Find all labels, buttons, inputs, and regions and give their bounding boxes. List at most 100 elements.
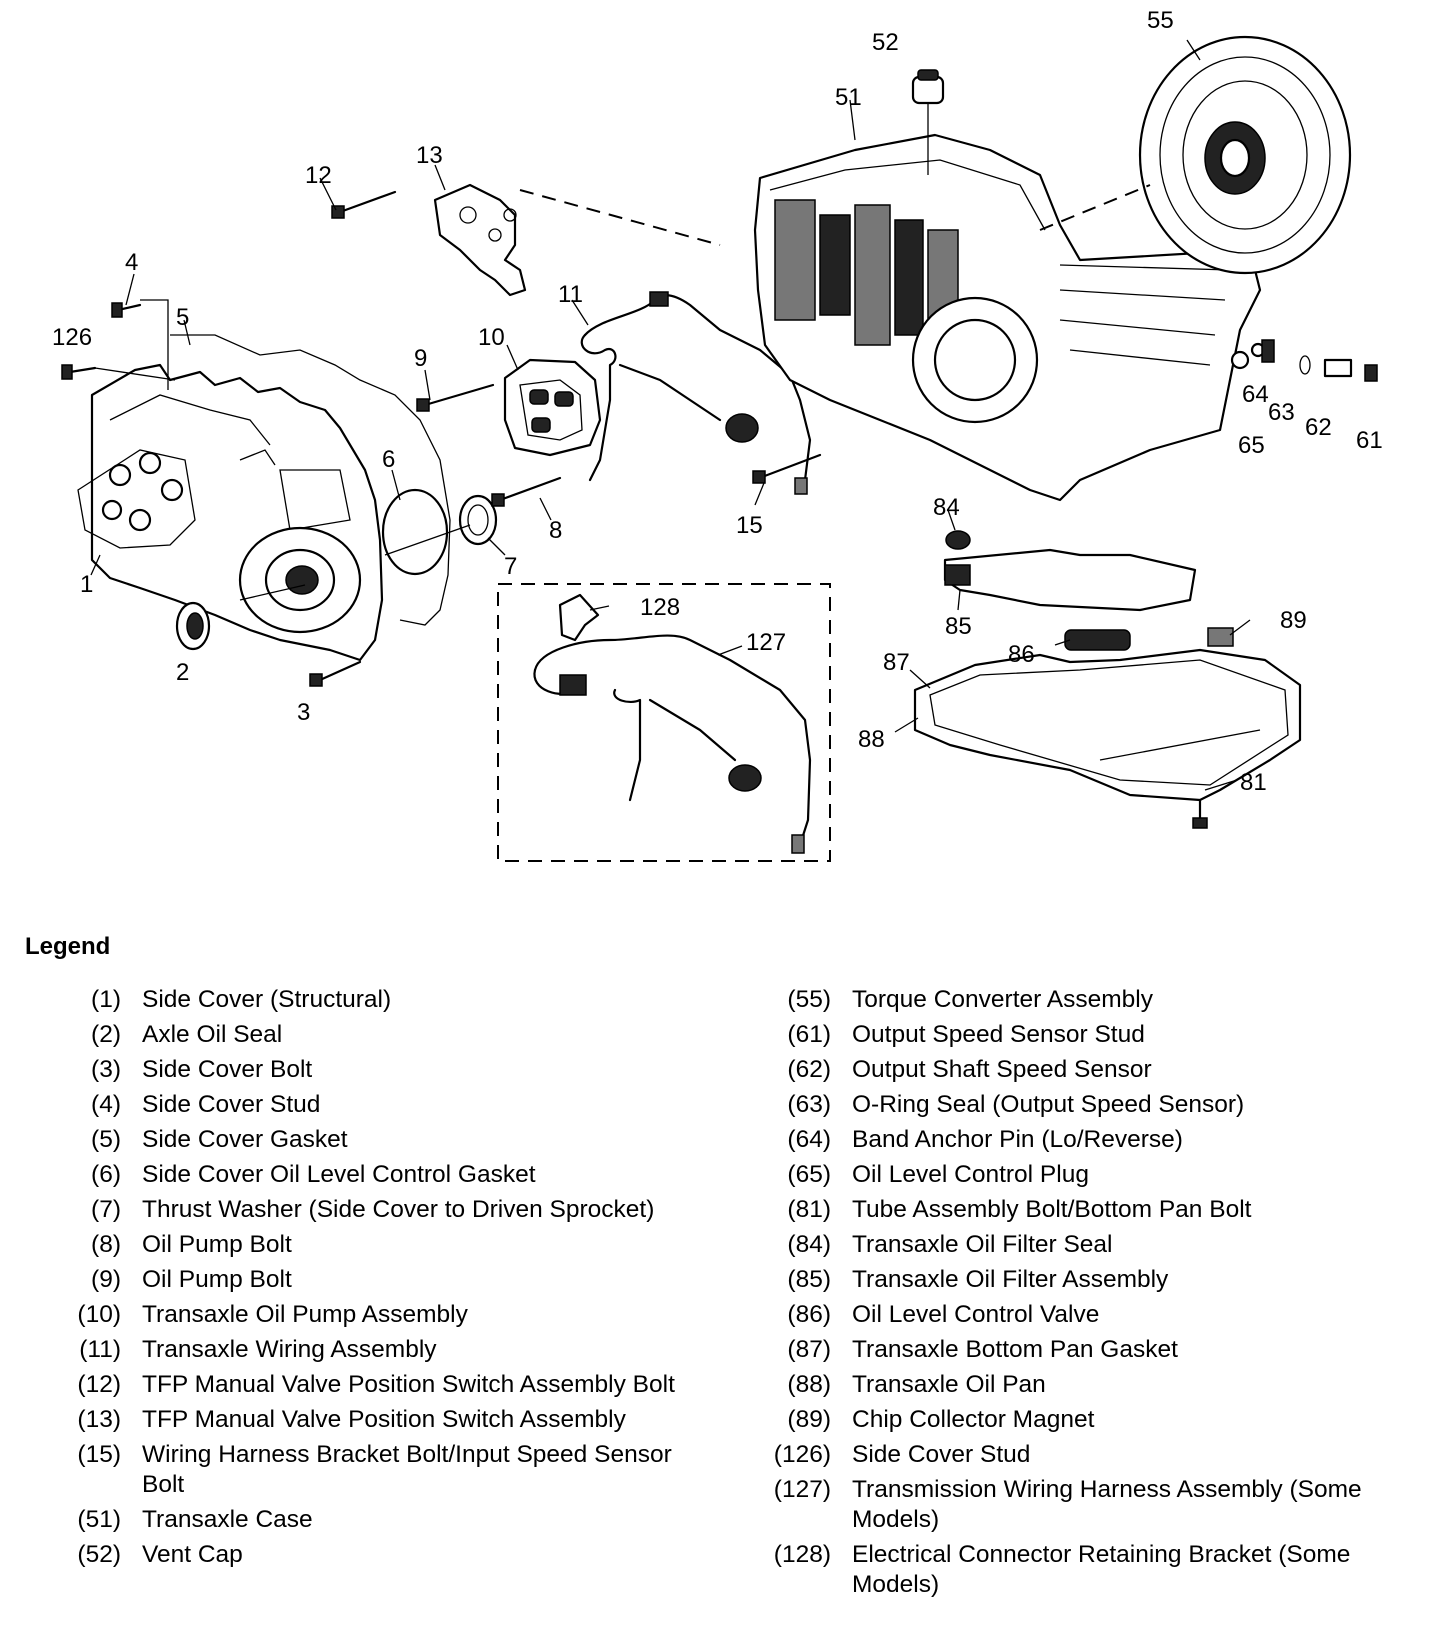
oil-level-control-gasket (381, 488, 449, 576)
legend-item: (89) Chip Collector Magnet (770, 1405, 1410, 1435)
thrust-washer (458, 494, 498, 546)
legend-label: Transaxle Oil Pan (852, 1371, 1046, 1398)
callout-88: 88 (858, 726, 885, 753)
legend-label: Chip Collector Magnet (852, 1406, 1095, 1433)
legend-item: (10)Transaxle Oil Pump Assembly (60, 1300, 720, 1330)
legend-number: (4) (91, 1091, 121, 1118)
optional-harness-box (497, 583, 831, 862)
callout-63: 63 (1268, 399, 1295, 426)
legend-item: (4) Side Cover Stud (60, 1090, 720, 1120)
legend-number: (12) (77, 1371, 121, 1398)
legend-label: Side Cover Bolt (142, 1056, 313, 1083)
transaxle-case (753, 133, 1266, 502)
legend-label: Axle Oil Seal (142, 1021, 283, 1048)
callout-10: 10 (478, 324, 505, 351)
legend-label: TFP Manual Valve Position Switch Assembl… (142, 1371, 675, 1398)
callout-52: 52 (872, 29, 899, 56)
oil-level-control-valve (1064, 629, 1131, 651)
tfp-switch-assembly (433, 183, 527, 297)
legend-label: Side Cover Oil Level Control Gasket (142, 1161, 536, 1188)
axle-oil-seal (175, 601, 211, 651)
legend-number: (81) (787, 1196, 831, 1223)
bolt-9 (416, 383, 495, 412)
legend-number: (127) (773, 1476, 831, 1503)
bolt-3 (309, 660, 362, 687)
stud-4 (111, 302, 142, 318)
legend-label: Transaxle Oil Pump Assembly (142, 1301, 468, 1328)
legend-number: (51) (77, 1506, 121, 1533)
pan-bolt (1192, 798, 1208, 829)
stud-126 (61, 364, 97, 380)
legend-label: Oil Pump Bolt (142, 1266, 292, 1293)
legend-label: Transaxle Case (142, 1506, 313, 1533)
legend-number: (63) (787, 1091, 831, 1118)
bolt-15 (752, 453, 822, 484)
callout-65: 65 (1238, 432, 1265, 459)
legend-item: (63)O-Ring Seal (Output Speed Sensor) (770, 1090, 1410, 1120)
callout-leaders (90, 39, 1251, 791)
oil-filter-seal (945, 530, 971, 550)
legend-label: Transaxle Oil Filter Assembly (852, 1266, 1169, 1293)
legend-number: (6) (91, 1161, 121, 1188)
legend-label: Transmission Wiring Harness Assembly (So… (852, 1476, 1362, 1533)
exploded-diagram: 1 2 3 4 5 6 7 8 9 10 11 12 13 15 51 52 5… (52, 7, 1383, 862)
legend-item: (15)Wiring Harness Bracket Bolt/Input Sp… (60, 1440, 720, 1500)
legend-number: (5) (91, 1126, 121, 1153)
callout-1: 1 (80, 571, 93, 598)
legend-number: (84) (787, 1231, 831, 1258)
callout-7: 7 (504, 553, 517, 580)
transmission-wiring-harness (533, 634, 812, 854)
legend-item: (87)Transaxle Bottom Pan Gasket (770, 1335, 1410, 1365)
side-cover-gasket (170, 334, 451, 626)
callout-11: 11 (558, 281, 583, 308)
legend-number: (128) (773, 1541, 831, 1568)
legend-item: (55)Torque Converter Assembly (770, 985, 1410, 1015)
callout-128: 128 (640, 594, 680, 621)
legend-label: Side Cover Gasket (142, 1126, 348, 1153)
legend-number: (3) (91, 1056, 121, 1083)
callout-126: 126 (52, 324, 92, 351)
vent-cap (911, 69, 945, 175)
oil-pump-assembly (503, 358, 602, 457)
legend-item: (11)Transaxle Wiring Assembly (60, 1335, 720, 1365)
legend-item: (12) TFP Manual Valve Position Switch Ass… (60, 1370, 720, 1400)
legend-label: Vent Cap (142, 1541, 243, 1568)
bolt-12 (331, 190, 397, 219)
legend-label: Side Cover Stud (142, 1091, 321, 1118)
callout-13: 13 (416, 142, 443, 169)
callout-4: 4 (125, 249, 138, 276)
legend-item: (5) Side Cover Gasket (60, 1125, 720, 1155)
legend-label: Output Shaft Speed Sensor (852, 1056, 1152, 1083)
legend-label: Side Cover Stud (852, 1441, 1031, 1468)
legend-label: Tube Assembly Bolt/Bottom Pan Bolt (852, 1196, 1252, 1223)
legend-number: (87) (787, 1336, 831, 1363)
legend-number: (52) (77, 1541, 121, 1568)
legend-number: (61) (787, 1021, 831, 1048)
legend-label: Transaxle Oil Filter Seal (852, 1231, 1113, 1258)
legend-number: (86) (787, 1301, 831, 1328)
legend-label: Transaxle Wiring Assembly (142, 1336, 437, 1363)
callout-51: 51 (835, 84, 862, 111)
legend-left-column: (1)Side Cover (Structural)(2)Axle Oil Se… (60, 985, 720, 1575)
legend-right-column: (55)Torque Converter Assembly (61) Output … (770, 985, 1410, 1605)
callout-61: 61 (1356, 427, 1383, 454)
legend-item: (85)Transaxle Oil Filter Assembly (770, 1265, 1410, 1295)
callout-8: 8 (549, 517, 562, 544)
legend-number: (89) (787, 1406, 831, 1433)
legend-number: (65) (787, 1161, 831, 1188)
legend-item: (81) Tube Assembly Bolt/Bottom Pan Bolt (770, 1195, 1410, 1225)
legend-number: (8) (91, 1231, 121, 1258)
torque-converter (1138, 35, 1352, 275)
legend-label: Side Cover (Structural) (142, 986, 392, 1013)
chip-collector-magnet (1207, 627, 1234, 647)
legend-number: (88) (787, 1371, 831, 1398)
callout-89: 89 (1280, 607, 1307, 634)
legend-item: (52) Vent Cap (60, 1540, 720, 1570)
callout-5: 5 (176, 304, 189, 331)
legend-item: (51) Transaxle Case (60, 1505, 720, 1535)
legend-label: Band Anchor Pin (Lo/Reverse) (852, 1126, 1183, 1153)
legend-label: Torque Converter Assembly (852, 986, 1153, 1013)
legend-number: (15) (77, 1441, 121, 1468)
legend-number: (64) (787, 1126, 831, 1153)
legend-label: Oil Level Control Plug (852, 1161, 1089, 1188)
